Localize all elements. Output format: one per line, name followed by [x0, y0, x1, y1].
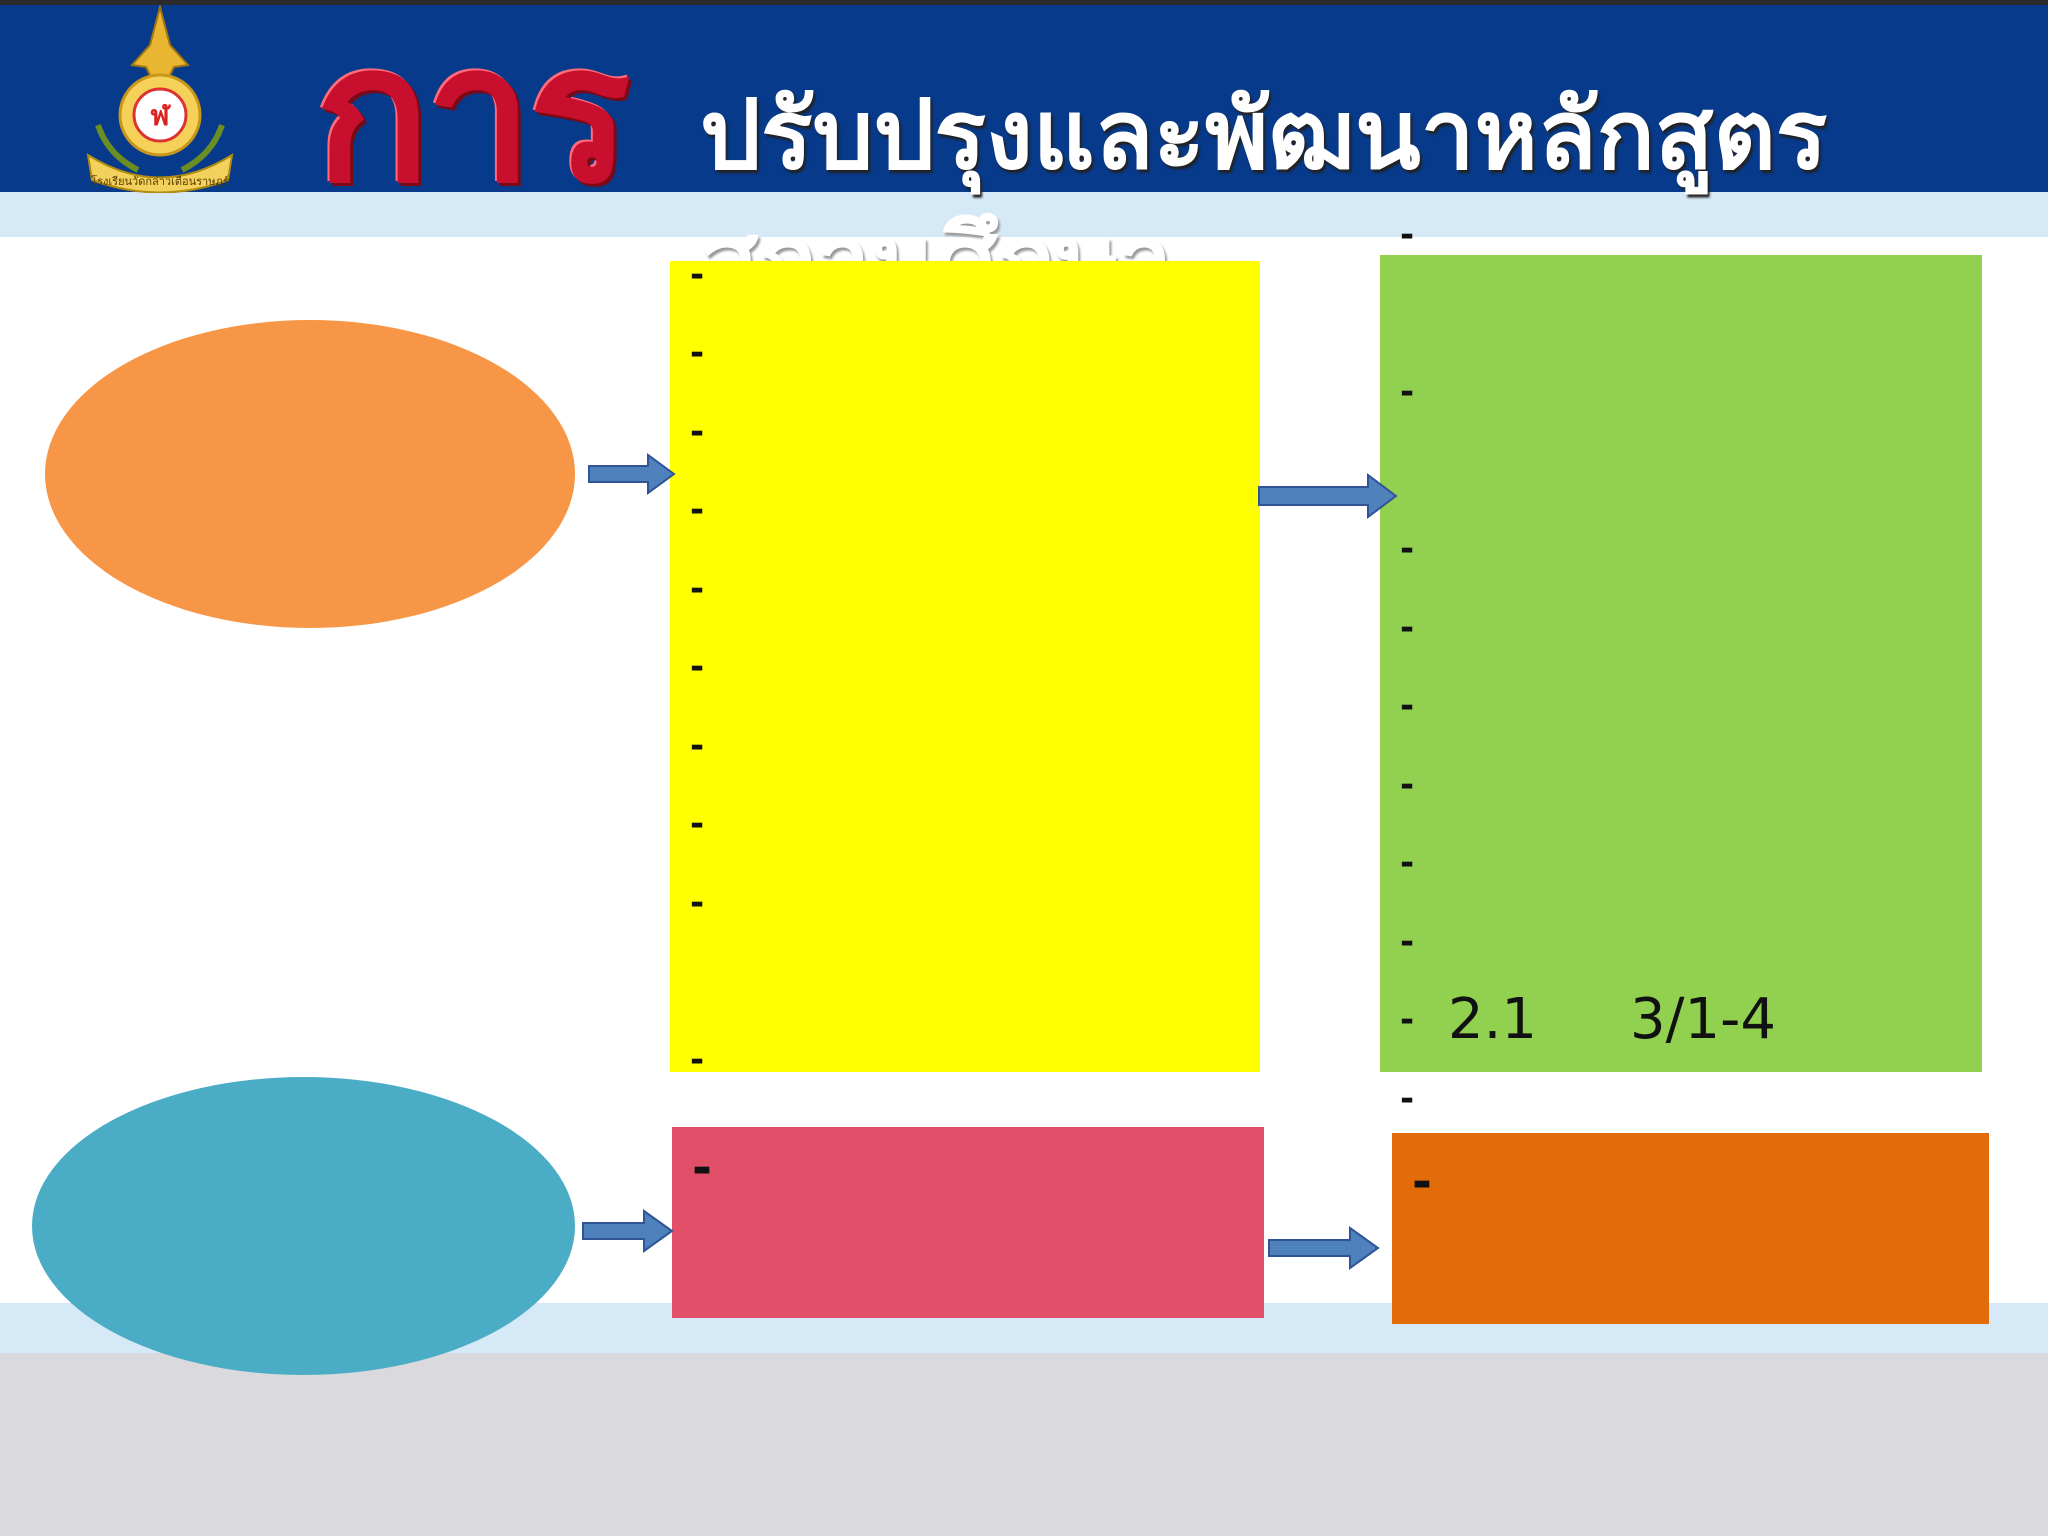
list-item-dash: -	[1400, 1079, 1415, 1119]
top-border-line	[0, 0, 2048, 5]
list-item-dash: -	[1400, 686, 1415, 726]
arrow-right-icon	[582, 1209, 674, 1253]
list-item-dash: -	[690, 490, 705, 530]
list-item-dash: -	[690, 883, 705, 923]
list-item-dash: -	[1400, 843, 1415, 883]
list-item-dash: -	[1412, 1154, 1432, 1210]
list-item-text: 3/1-4	[1630, 987, 1776, 1052]
svg-text:ฬ: ฬ	[150, 99, 171, 132]
list-item-dash: -	[1400, 215, 1415, 255]
svg-text:โรงเรียนวัดกล่าวเตือนราษฎร์: โรงเรียนวัดกล่าวเตือนราษฎร์	[91, 174, 229, 188]
title-big-word: การ	[315, 4, 631, 225]
list-item-dash: -	[1400, 765, 1415, 805]
arrow-right-icon	[1258, 473, 1398, 519]
list-item-dash: -	[1400, 922, 1415, 962]
arrow-right-icon	[1268, 1226, 1380, 1270]
title-line-2: สถานศึกษา	[700, 205, 1173, 265]
list-item-dash: -	[690, 1040, 705, 1080]
list-item-dash: -	[690, 255, 705, 295]
list-item-dash: -	[1400, 529, 1415, 569]
school-emblem-logo: ฬ โรงเรียนวัดกล่าวเตือนราษฎร์	[86, 5, 234, 193]
list-item-dash: -	[690, 569, 705, 609]
orange-oval	[45, 320, 575, 628]
list-item-dash: -	[692, 1140, 712, 1196]
list-item-dash: -	[690, 726, 705, 766]
list-item-dash: -	[1400, 372, 1415, 412]
orange-box	[1392, 1133, 1989, 1324]
header-banner	[0, 5, 2048, 192]
list-item-dash: -	[690, 804, 705, 844]
list-item-dash: -	[690, 647, 705, 687]
header-light-band	[0, 192, 2048, 237]
arrow-right-icon	[588, 453, 676, 495]
yellow-box	[670, 261, 1260, 1072]
list-item-dash: -	[690, 333, 705, 373]
blue-oval	[32, 1077, 575, 1375]
list-item-text: 2.1	[1448, 987, 1538, 1052]
list-item-dash: -	[1400, 1000, 1415, 1040]
pink-box	[672, 1127, 1264, 1318]
list-item-dash: -	[1400, 608, 1415, 648]
green-box	[1380, 255, 1982, 1072]
list-item-dash: -	[690, 412, 705, 452]
footer-area	[0, 1353, 2048, 1536]
title-line-1: ปรับปรุงและพัฒนาหลักสูตร	[700, 79, 1828, 191]
